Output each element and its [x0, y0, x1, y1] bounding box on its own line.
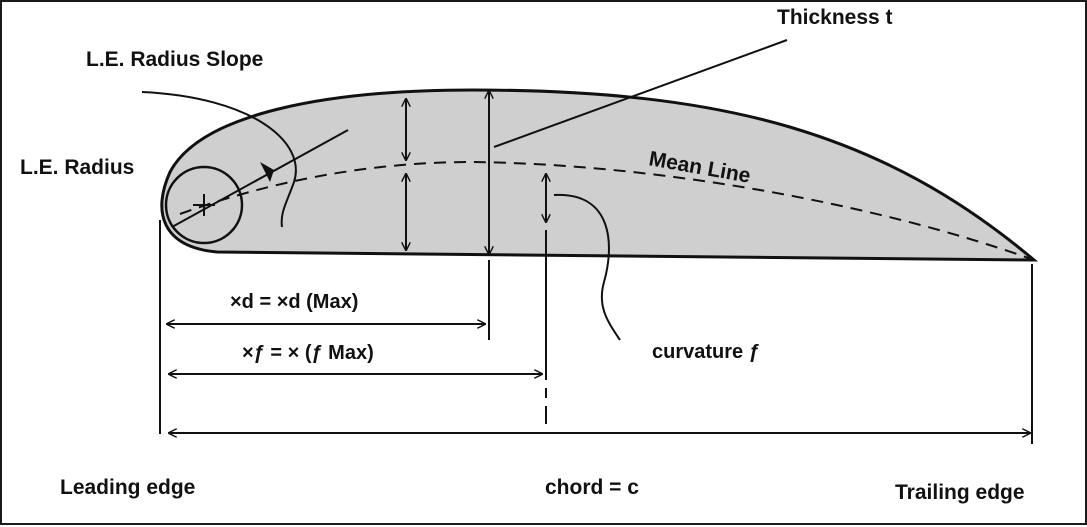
le-slope-leader: [141, 91, 297, 228]
xf-equation-label: ×ƒ = × (ƒ Max): [242, 342, 374, 364]
mean-line: [179, 160, 1035, 261]
curvature-leader: [553, 193, 621, 341]
le-radius-slope-label: L.E. Radius Slope: [86, 48, 263, 71]
airfoil-shape: [160, 88, 1039, 262]
chord-label: chord = c: [545, 476, 639, 499]
leading-edge-label: Leading edge: [60, 476, 195, 499]
le-radius-label: L.E. Radius: [20, 156, 134, 179]
le-radius-circle: [164, 165, 244, 245]
trailing-edge-label: Trailing edge: [895, 481, 1025, 504]
thickness-leader: [493, 39, 788, 148]
thickness-label: Thickness t: [777, 6, 893, 29]
slope-angle-arrowhead: [260, 162, 274, 182]
xd-equation-label: ×d = ×d (Max): [230, 291, 358, 313]
le-slope-line: [171, 129, 349, 228]
curvature-label: curvature ƒ: [652, 341, 760, 363]
